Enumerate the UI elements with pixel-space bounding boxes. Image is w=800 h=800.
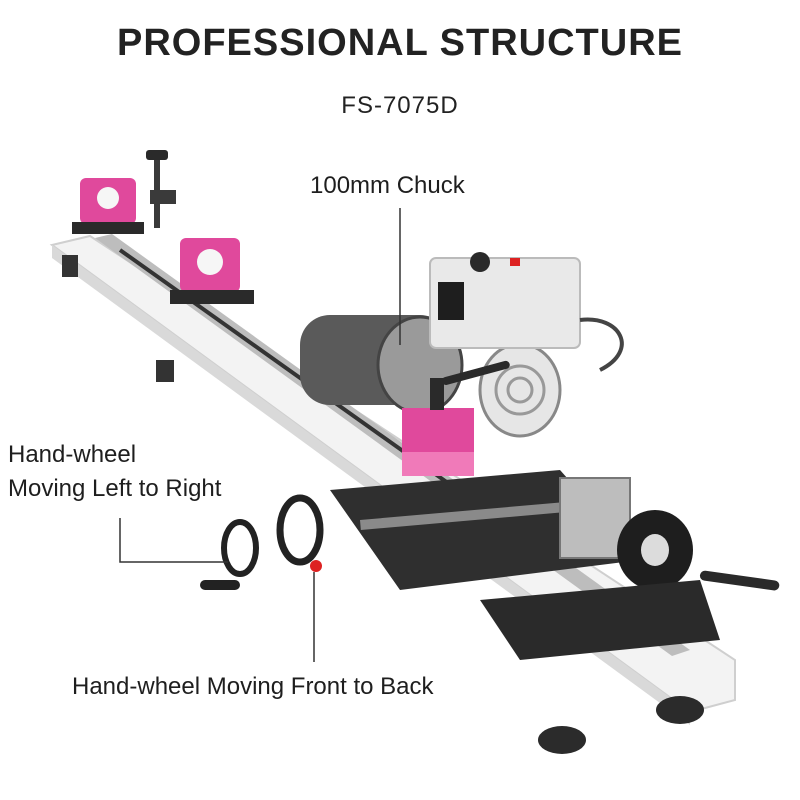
speed-knob-icon — [470, 252, 490, 272]
handwheel-lr-line2: Moving Left to Right — [8, 475, 222, 502]
control-box — [429, 252, 624, 372]
foot — [656, 696, 704, 724]
tool-post — [402, 360, 510, 476]
page-title: PROFESSIONAL STRUCTURE — [116, 22, 683, 64]
handwheel-front-back — [276, 494, 324, 572]
clamp-post — [146, 150, 176, 228]
handwheel-lr-label: Hand-wheel Moving Left to Right — [8, 438, 221, 506]
chuck-label: 100mm Chuck — [310, 172, 465, 199]
pink-support-2 — [170, 238, 254, 304]
model-number: FS-7075D — [341, 92, 459, 119]
pink-support-1 — [72, 178, 144, 234]
foot — [156, 360, 174, 382]
lr-leader-line — [119, 518, 228, 563]
tailstock — [559, 477, 780, 591]
foot — [538, 726, 586, 754]
foot — [62, 255, 78, 277]
tailstock-base — [480, 580, 720, 660]
handwheel-lr-line1: Hand-wheel — [8, 441, 137, 468]
handwheel-fb-label: Hand-wheel Moving Front to Back — [72, 673, 434, 700]
handwheel-left-right — [200, 519, 259, 590]
